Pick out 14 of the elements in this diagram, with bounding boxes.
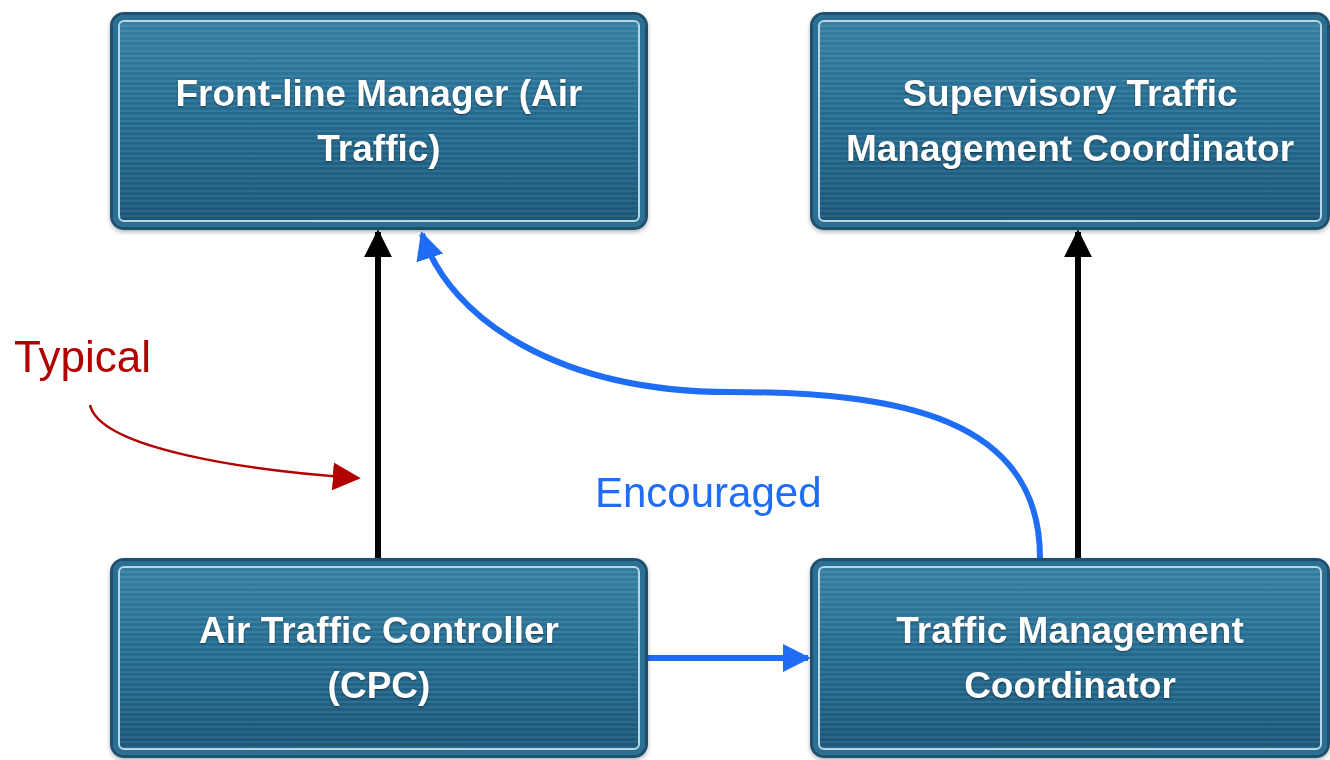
arrow xyxy=(418,231,1043,559)
role-title: Front-line Manager (Air Traffic) xyxy=(174,71,584,171)
arrow xyxy=(648,644,811,672)
arrow xyxy=(1064,229,1092,558)
role-box xyxy=(810,558,1330,758)
role-title: Air Traffic Controller (CPC) xyxy=(198,608,560,708)
role-box xyxy=(810,12,1330,230)
role-title: Traffic Management Coordinator xyxy=(895,608,1245,708)
leader-arrow xyxy=(88,404,361,491)
role-box xyxy=(110,558,648,758)
annotation-text: Typical xyxy=(14,333,151,382)
role-title: Supervisory Traffic Management Coordinator xyxy=(844,71,1296,171)
arrow xyxy=(364,229,392,558)
role-box xyxy=(110,12,648,230)
